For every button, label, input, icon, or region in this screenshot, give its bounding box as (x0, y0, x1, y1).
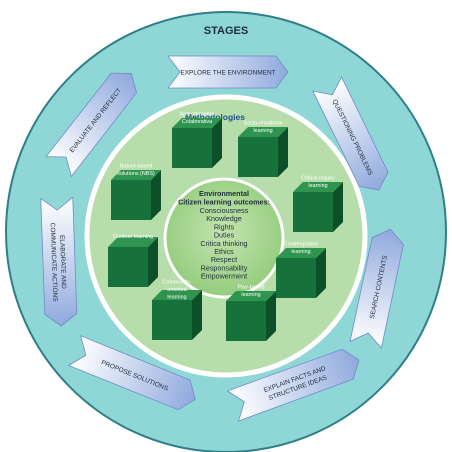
stage-arrow: PROPOSE SOLUTIONS (67, 335, 196, 411)
methodology-cube: Socio-emotional learning (238, 120, 288, 177)
outcome-item: Knowledge (206, 214, 242, 223)
outcomes-title: Citizen learning outcomes: (178, 198, 270, 207)
stages-title: STAGES (204, 25, 248, 37)
methodology-label: learning (291, 249, 310, 255)
stage-label: ELABORATE AND (58, 235, 67, 289)
stage-arrow: SEARCH CONTENTS (349, 228, 404, 349)
outcome-item: Rights (214, 222, 235, 231)
methodology-label: learning (253, 128, 272, 134)
methodology-label: Play-based (238, 284, 265, 290)
methodology-cube: Play-based learning (226, 284, 276, 341)
methodology-cube: Contemplative learning (276, 241, 326, 298)
methodology-cube: Outdoor learning (108, 234, 158, 287)
outcome-item: Critica thinking (200, 239, 247, 248)
methodology-label: Nature-based (120, 163, 153, 169)
methodology-label: learning (241, 292, 260, 298)
outcome-item: Ethics (214, 247, 234, 256)
methodology-label: learning (308, 183, 327, 189)
methodologies-title: Methodologies (185, 112, 245, 122)
outcome-item: Duties (214, 231, 235, 240)
methodology-label: Socio-emotional (244, 120, 283, 126)
methodology-label: Aprendizagem (180, 111, 215, 117)
methodology-label: learning (167, 295, 186, 301)
methodology-label: Contemplative (284, 241, 318, 247)
outcomes-title: Environmental (199, 189, 249, 198)
outcome-item: Empowerment (201, 272, 247, 281)
methodology-label: Outdoor learning (113, 234, 153, 240)
stage-label: EXPLORE THE ENVIRONMENT (180, 70, 275, 77)
methodology-label: Critical inquiry (301, 175, 335, 181)
outcomes-circle (163, 177, 285, 299)
methodology-label: oriented (167, 287, 186, 293)
stage-arrow: EXPLORE THE ENVIRONMENT (167, 55, 289, 89)
methodology-cube: Nature-based solutions (NBS) (111, 163, 161, 220)
outcome-item: Respect (211, 255, 237, 264)
stage-label: COMMUNICATE ACTIONS (49, 223, 59, 303)
methodology-label: Colaborativa (182, 119, 212, 125)
methodology-cube: Community-oriented learning (152, 280, 202, 340)
methodology-label: solutions (NBS) (117, 171, 155, 177)
outcome-item: Responsability (201, 263, 248, 272)
methodology-label: Community- (162, 280, 191, 286)
outcome-item: Consciousness (200, 206, 249, 215)
methodology-cube: Critical inquiry learning (293, 175, 343, 232)
